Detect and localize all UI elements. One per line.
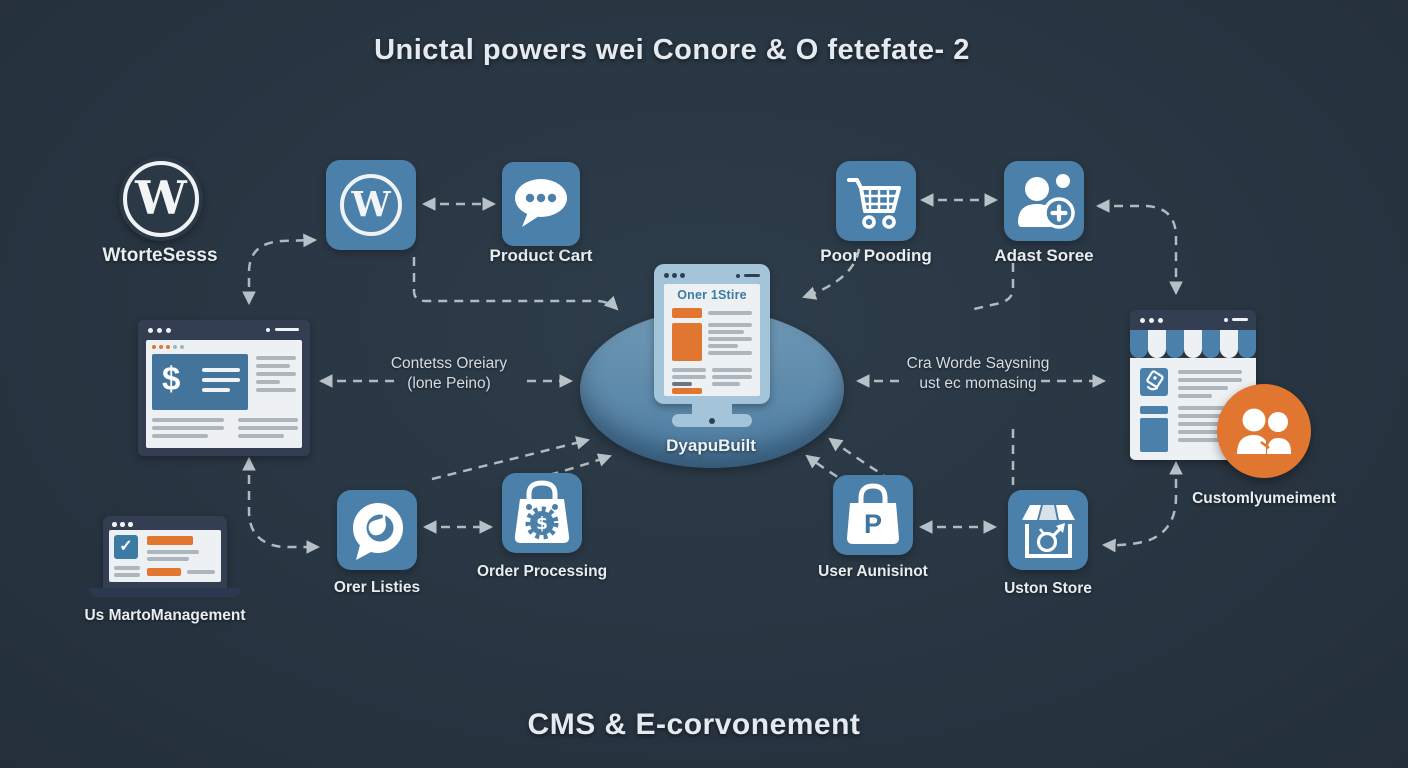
wordpress-letter: W — [135, 171, 187, 225]
customers-people-icon — [1217, 384, 1311, 478]
wordpress-square-icon: W — [326, 160, 416, 250]
hub-tablet-mockup: Oner 1Stire — [654, 264, 770, 404]
add-user-icon — [1004, 161, 1084, 241]
content-browser-mockup: $ — [138, 320, 310, 456]
bag-letter: P — [864, 509, 882, 539]
hub-screen-title: Oner 1Stire — [677, 288, 747, 302]
chat-bubble-icon — [502, 162, 580, 246]
gear-dollar: $ — [536, 514, 548, 534]
shopping-cart-icon — [836, 161, 916, 241]
wordpress-logo-icon: W — [119, 157, 203, 241]
shopping-bag-gear-icon: $ — [502, 473, 582, 553]
price-tag-icon — [1140, 368, 1168, 396]
main-title: Unictal powers wei Conore & O fetefate- … — [374, 34, 970, 66]
adast-soree-label: Adast Soree — [994, 246, 1094, 265]
wordpress-label: WtorteSesss — [102, 245, 218, 266]
store-awning — [1130, 330, 1256, 358]
product-cart-label: Product Cart — [489, 246, 593, 265]
storefront-label: Customlyumeiment — [1192, 490, 1336, 507]
dollar-sign: $ — [162, 360, 181, 397]
chat-refresh-icon — [337, 490, 417, 570]
bag-p-icon: P — [833, 475, 913, 555]
poor-pooding-label: Poor Pooding — [820, 246, 932, 265]
annotation-right: Cra Worde Saysning ust ec momasing — [906, 355, 1050, 392]
orer-listies-label: Orer Listies — [333, 579, 421, 596]
laptop-label: Us MartoManagement — [84, 607, 246, 624]
user-aunisinot-label: User Aunisinot — [818, 563, 928, 580]
tablet-stand-base — [672, 414, 752, 427]
hub-label: DyapuBuilt — [666, 436, 756, 455]
wordpress-square-letter: W — [351, 184, 391, 225]
order-processing-label: Order Processing — [476, 563, 608, 580]
dollar-panel: $ — [152, 354, 248, 410]
store-outline-icon — [1008, 490, 1088, 570]
uston-store-label: Uston Store — [1004, 580, 1092, 597]
checkmark-icon: ✓ — [114, 535, 138, 559]
laptop-mockup: ✓ — [103, 516, 227, 588]
annotation-left: Contetss Oreiary (lone Peino) — [390, 355, 508, 392]
tablet-stand-neck — [692, 404, 732, 414]
laptop-base — [89, 588, 241, 597]
footer-title: CMS & E-corvonement — [527, 708, 861, 741]
